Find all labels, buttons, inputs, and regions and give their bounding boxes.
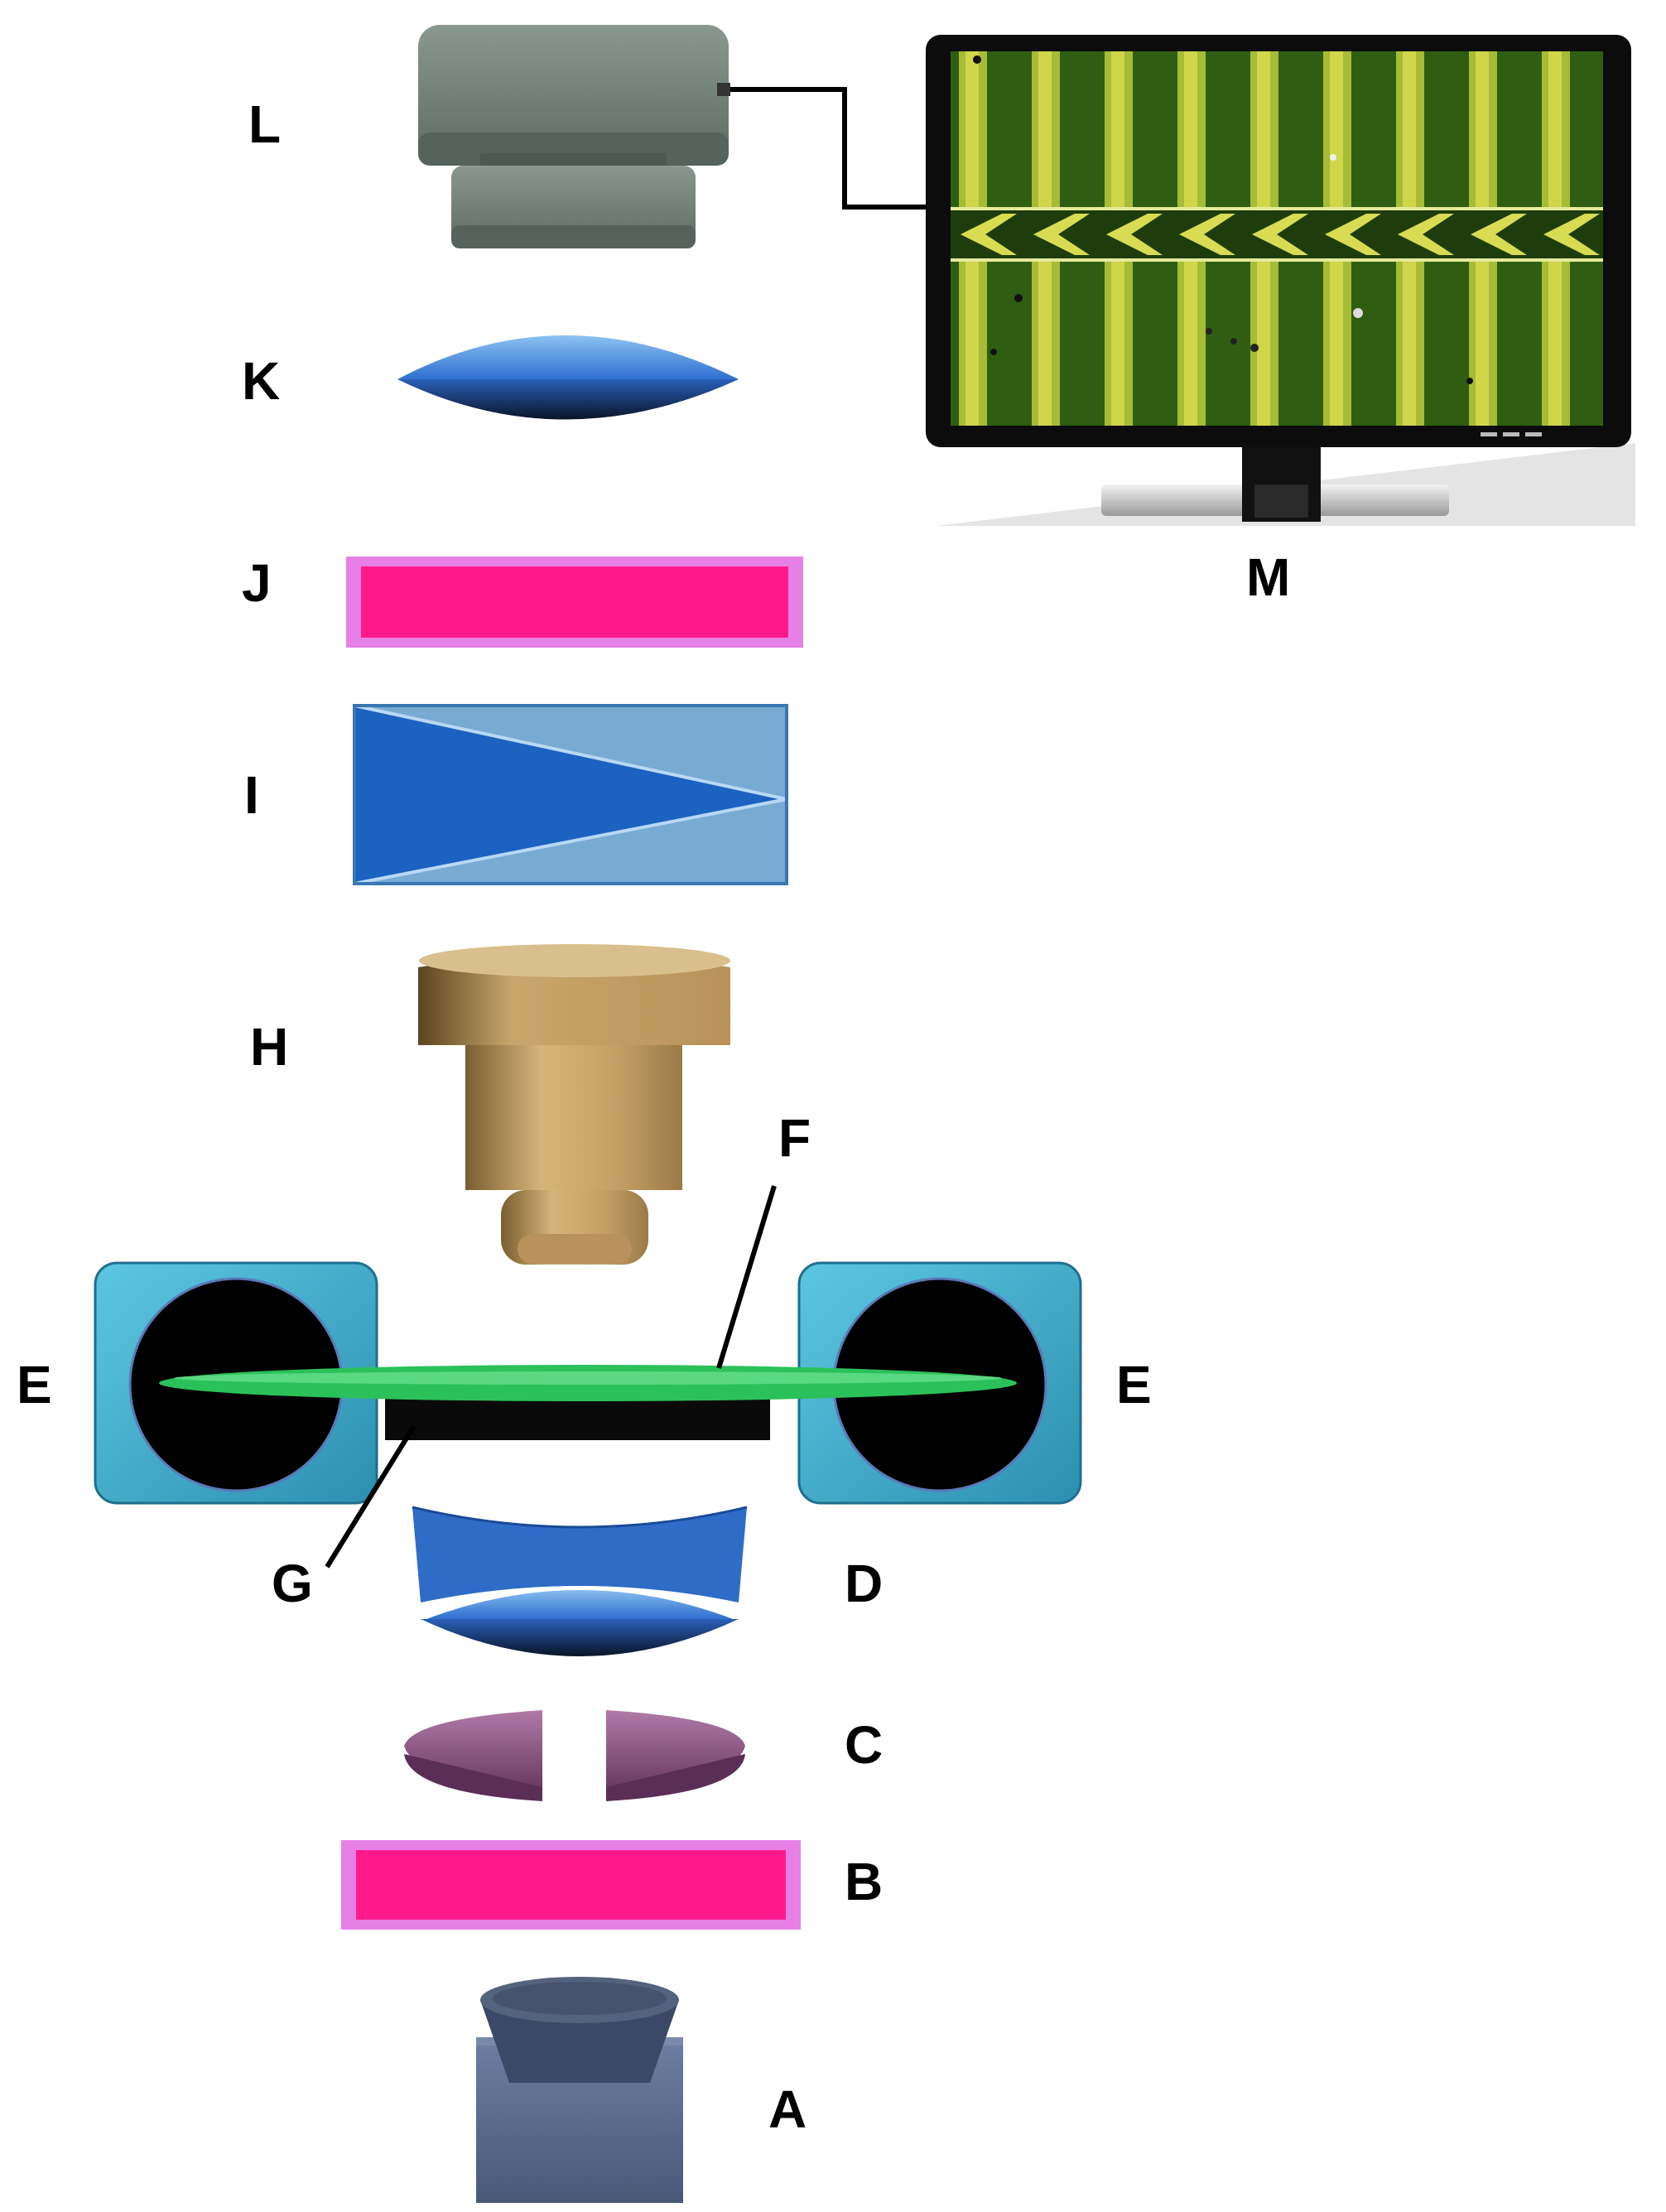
label-k: K: [242, 351, 281, 411]
label-g: G: [272, 1554, 313, 1613]
label-l: L: [248, 94, 282, 154]
prism: [353, 704, 788, 885]
label-j: J: [242, 553, 272, 613]
camera-cable: [730, 87, 934, 210]
monitor: [926, 35, 1635, 526]
glass-slide: [385, 1394, 770, 1440]
label-h: H: [250, 1017, 289, 1077]
leader-line-f: [716, 1185, 777, 1369]
analyzer-filter: [346, 557, 803, 648]
polarizer-filter: [341, 1840, 801, 1930]
light-source: [476, 1977, 683, 2203]
label-b: B: [845, 1852, 884, 1911]
label-e-left: E: [17, 1355, 52, 1414]
label-e-right: E: [1116, 1355, 1152, 1414]
tube-lens: [397, 335, 739, 420]
condenser-lens: [412, 1506, 748, 1656]
label-a: A: [768, 2079, 807, 2139]
label-f: F: [778, 1108, 811, 1168]
objective: [418, 944, 730, 1265]
leader-line-g: [325, 1424, 416, 1569]
camera: [418, 25, 730, 248]
label-m: M: [1246, 547, 1291, 607]
label-i: I: [244, 765, 259, 825]
condenser-ring: [404, 1710, 745, 1801]
label-c: C: [845, 1715, 884, 1775]
label-d: D: [845, 1554, 884, 1613]
